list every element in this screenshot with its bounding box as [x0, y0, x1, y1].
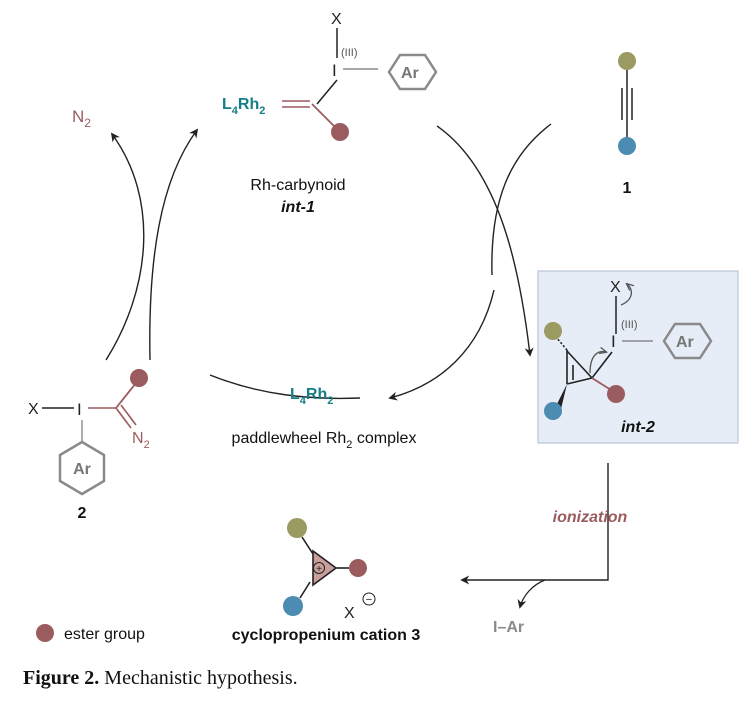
arrow-cycle-return — [209, 374, 361, 400]
int2-olive-substituent — [544, 322, 562, 340]
legend: ester group — [36, 624, 145, 643]
int1-ar-label: Ar — [401, 65, 419, 82]
int1-structure: X (III) I Ar L4Rh2 Rh-carbynoid int-1 — [222, 11, 438, 216]
int2-ester-group — [607, 385, 625, 403]
arrow-int1-to-int2 — [436, 125, 534, 357]
ionization-label: ionization — [553, 509, 628, 526]
alkyne-id: 1 — [623, 180, 632, 197]
int1-ester-group — [331, 123, 349, 141]
arrow-n2-release — [105, 132, 145, 361]
cation-minus-sign: − — [366, 594, 372, 606]
cation-plus-sign: + — [316, 564, 322, 575]
cyclopropenium-structure: + X − cyclopropenium cation 3 — [232, 518, 421, 644]
int1-oxidation-label: (III) — [341, 47, 358, 59]
cation-counterion: X — [344, 605, 355, 622]
reagent-iodine-label: I — [77, 400, 82, 419]
int2-ar-label: Ar — [676, 334, 694, 351]
iar-byproduct-label: I–Ar — [493, 619, 524, 636]
reagent-aryl-ring: Ar — [58, 440, 106, 496]
figure-caption: Figure 2. Mechanistic hypothesis. — [23, 667, 298, 690]
cation-name: cyclopropenium cation 3 — [232, 627, 421, 644]
int2-x-label: X — [610, 279, 621, 296]
int1-l4rh2-label: L4Rh2 — [222, 96, 265, 117]
reagent-ester-group — [130, 369, 148, 387]
arrow-regenerate-catalyst — [388, 289, 495, 401]
int2-iodine-label: I — [611, 332, 616, 351]
reagent-2-structure: X I N2 Ar 2 — [28, 369, 150, 522]
int1-id: int-1 — [281, 199, 315, 216]
int1-iodine-label: I — [332, 61, 337, 80]
caption-figure-number: Figure 2. — [23, 667, 100, 689]
alkyne-olive-substituent — [618, 52, 636, 70]
cation-blue-substituent — [283, 596, 303, 616]
arrow-alkyne-entry — [491, 123, 552, 276]
int2-blue-substituent — [544, 402, 562, 420]
legend-ester-swatch — [36, 624, 54, 642]
cation-olive-substituent — [287, 518, 307, 538]
legend-label: ester group — [64, 626, 145, 643]
int1-aryl-ring: Ar — [387, 53, 438, 91]
int2-box: X (III) I Ar int-2 — [537, 270, 739, 444]
arrow-to-int1 — [149, 128, 199, 361]
alkyne-blue-substituent — [618, 137, 636, 155]
int2-oxidation-label: (III) — [621, 319, 638, 331]
cation-ester-group — [349, 559, 367, 577]
catalyst-name: paddlewheel Rh2 complex — [232, 430, 417, 451]
int1-x-label: X — [331, 11, 342, 28]
reagent-x-label: X — [28, 401, 39, 418]
reagent-ar-label: Ar — [73, 461, 91, 478]
catalyst-label: L4Rh2 — [290, 386, 333, 407]
arrow-iar-release — [517, 579, 546, 609]
int2-id: int-2 — [621, 419, 655, 436]
n2-label: N2 — [72, 107, 91, 130]
reagent-n2-label: N2 — [132, 430, 150, 451]
caption-text: Mechanistic hypothesis. — [99, 667, 298, 689]
int1-name: Rh-carbynoid — [250, 177, 345, 194]
arrow-ionization — [460, 463, 609, 585]
alkyne-1-structure: 1 — [618, 52, 636, 197]
reagent-id: 2 — [78, 505, 87, 522]
int2-aryl-ring: Ar — [662, 322, 713, 360]
